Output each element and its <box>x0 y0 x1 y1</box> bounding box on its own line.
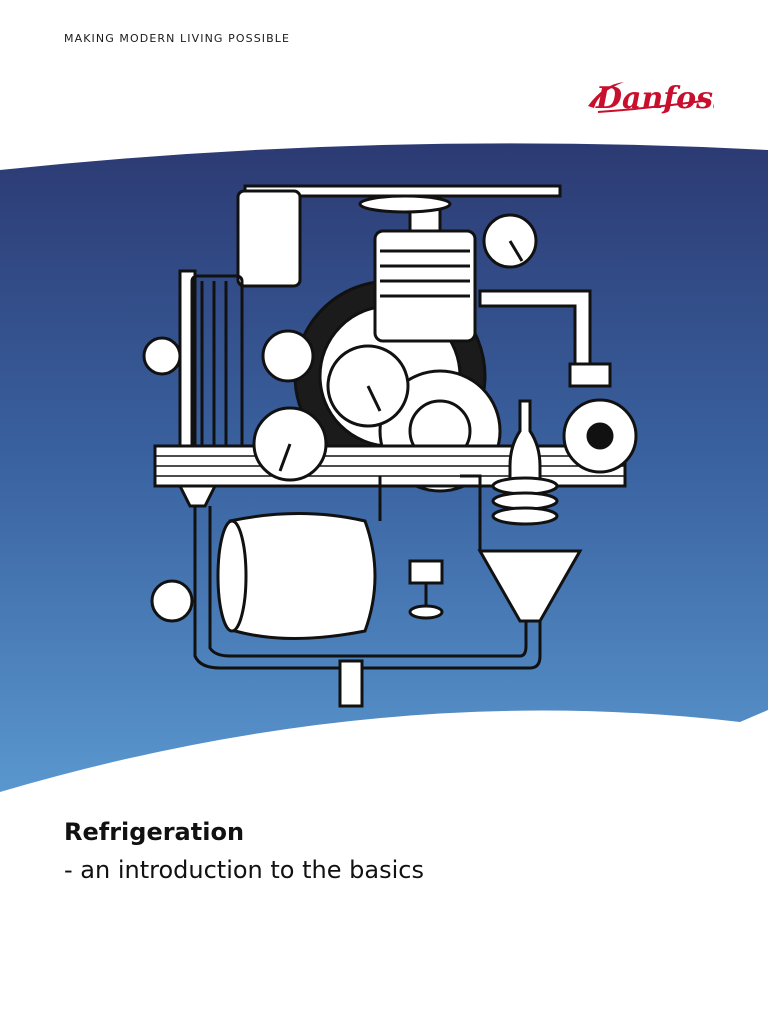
page-title: Refrigeration <box>64 818 245 846</box>
danfoss-logo: Danfoss <box>588 81 714 116</box>
refrigeration-machine-illustration <box>142 184 638 708</box>
tagline: MAKING MODERN LIVING POSSIBLE <box>64 32 291 45</box>
page-subtitle: - an introduction to the basics <box>64 856 424 884</box>
